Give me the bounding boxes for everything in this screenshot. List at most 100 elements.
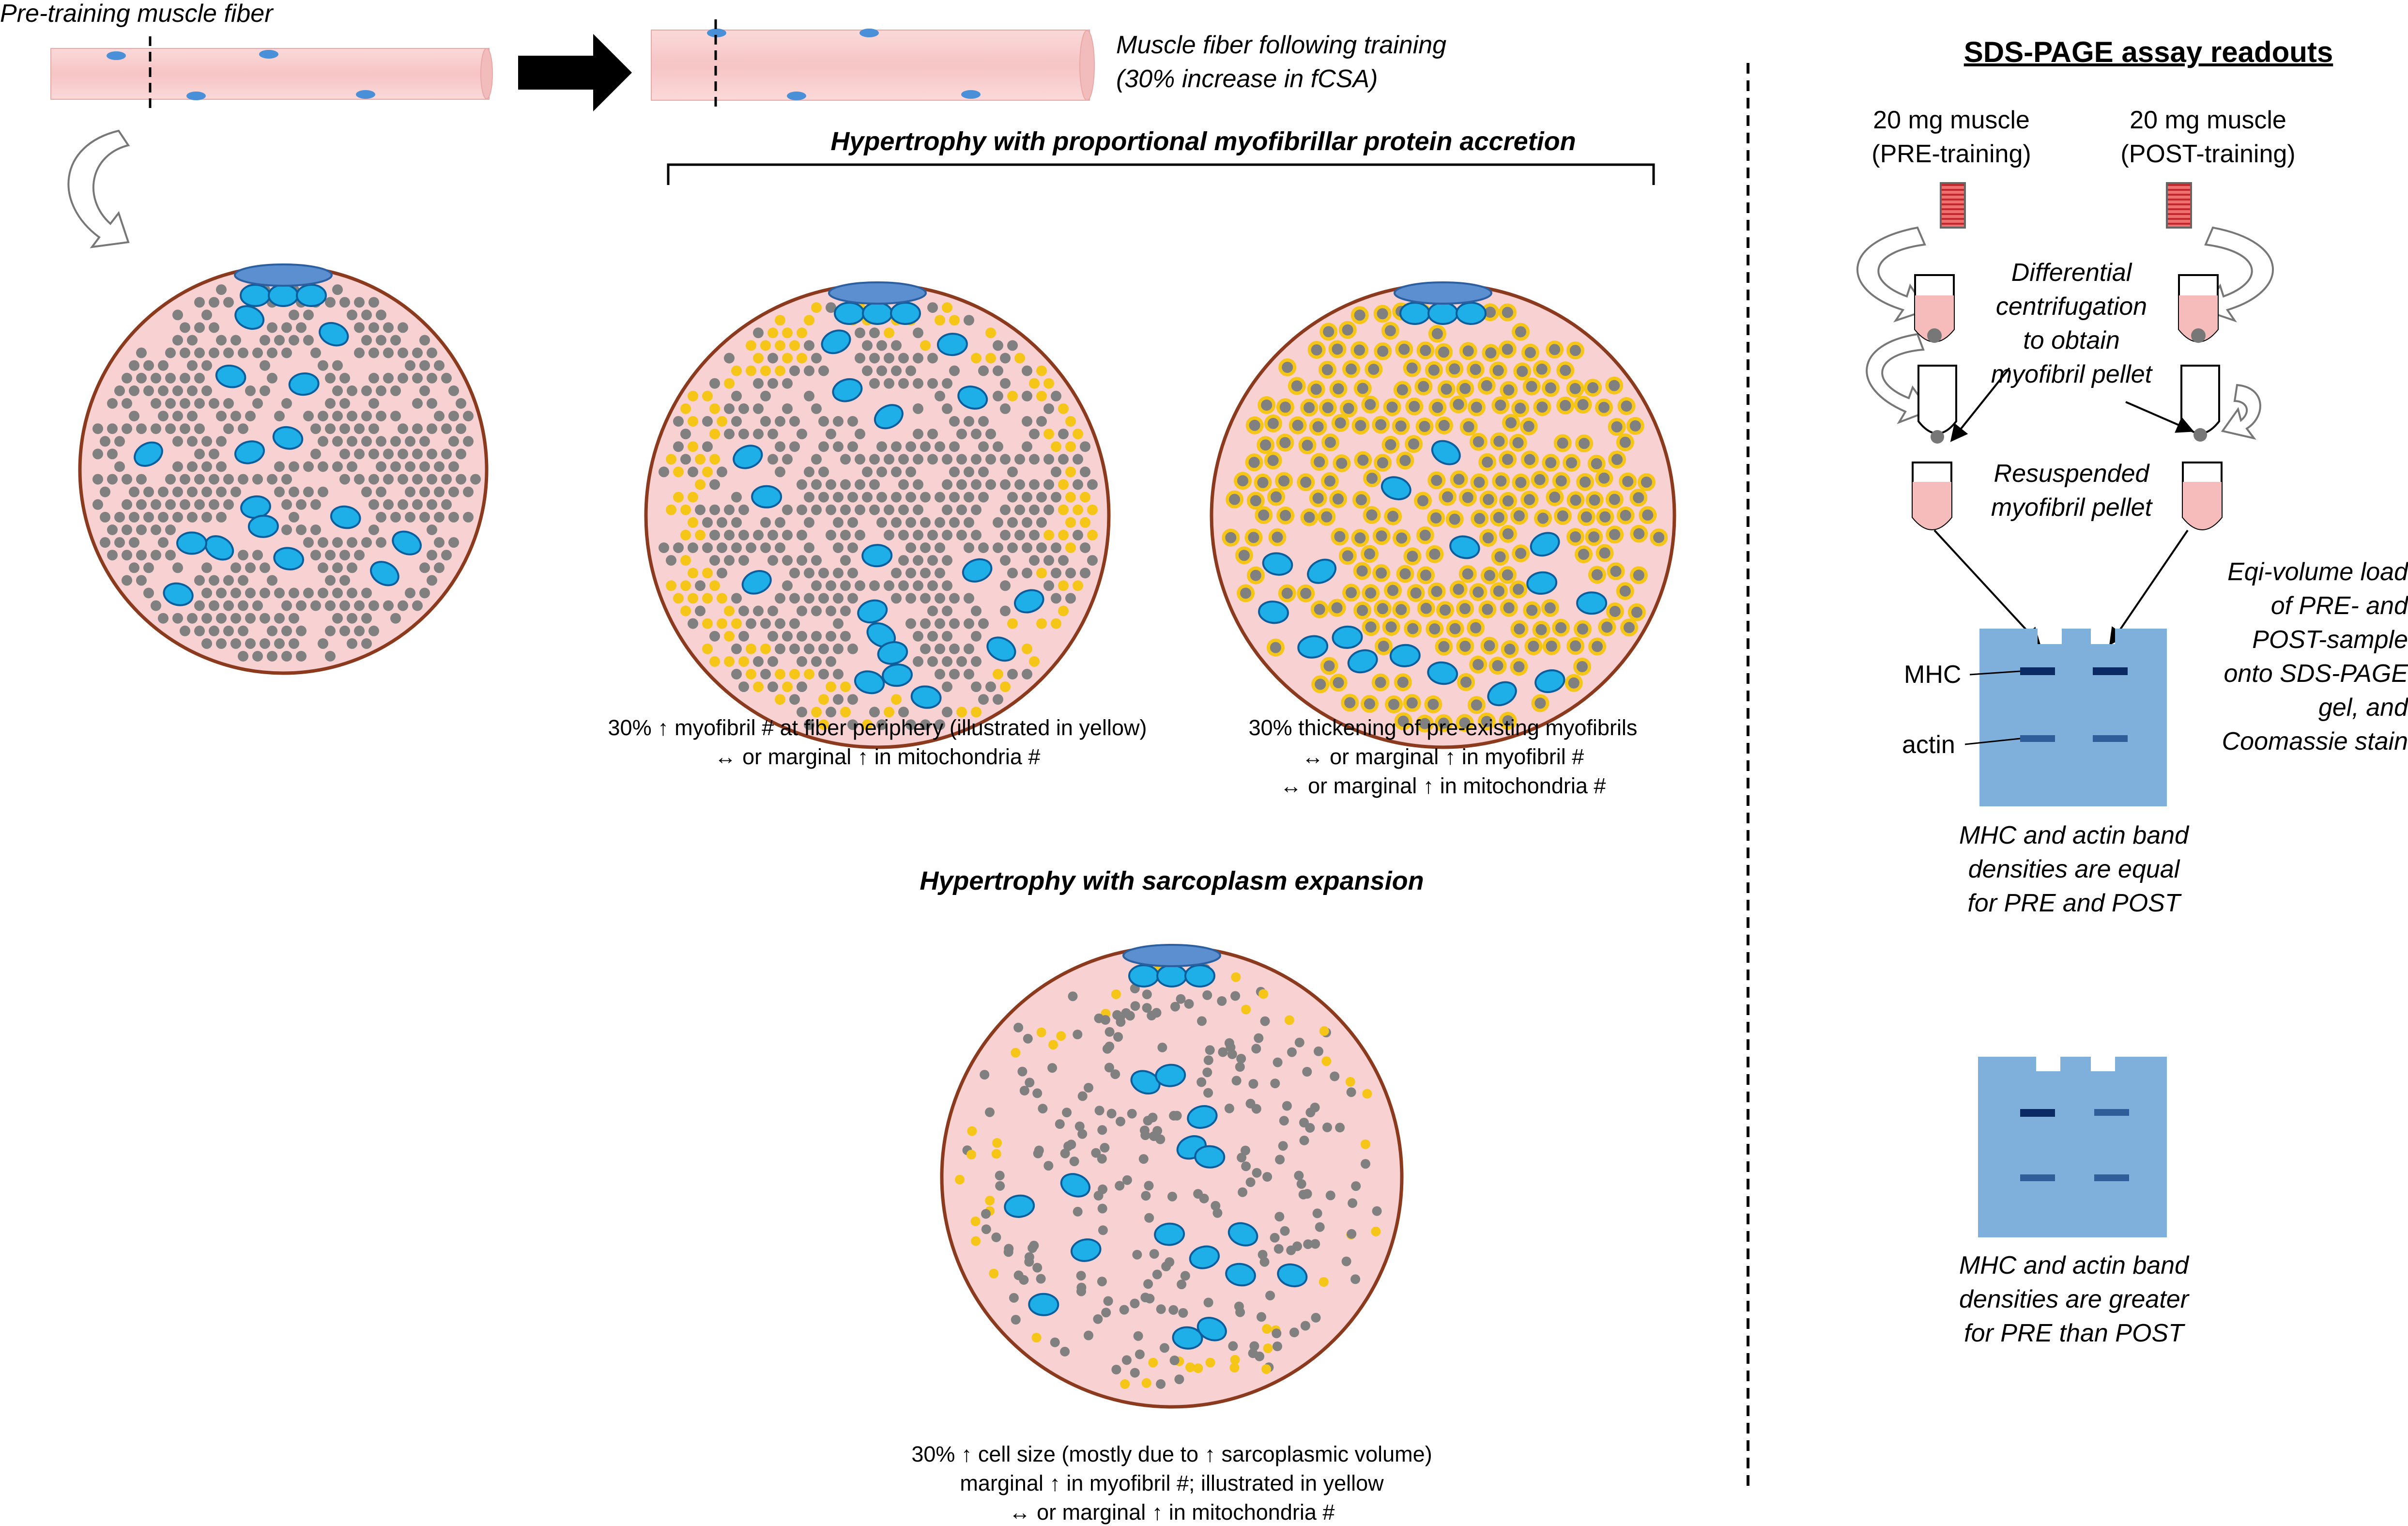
thickened-myofibril	[1626, 416, 1644, 435]
myofibril	[905, 593, 916, 604]
myofibril	[935, 517, 945, 528]
svg-text:20 mg muscle: 20 mg muscle	[2130, 106, 2286, 134]
thickened-myofibril	[1435, 714, 1453, 732]
myofibril	[1202, 990, 1212, 1000]
myofibril	[1141, 1191, 1151, 1201]
myofibril	[194, 322, 205, 333]
thickened-myofibril	[1499, 524, 1517, 543]
new-myofibril	[985, 327, 996, 339]
myofibril	[419, 511, 430, 523]
myofibril	[1029, 454, 1040, 465]
thickened-myofibril	[1478, 453, 1497, 471]
mhc-band-pre	[2020, 1109, 2055, 1117]
myofibril	[419, 335, 430, 346]
myofibril	[368, 297, 379, 308]
post-sample-label: 20 mg muscle (POST-training)	[2120, 106, 2295, 168]
myofibril	[1103, 1296, 1113, 1306]
myofibril	[267, 575, 277, 586]
myofibril	[731, 542, 742, 553]
myofibril	[971, 631, 982, 642]
myofibril	[1149, 1249, 1159, 1259]
myofibril	[281, 651, 292, 662]
myofibril	[927, 605, 938, 617]
myofibril	[143, 587, 154, 599]
thickened-myofibril	[1425, 361, 1443, 379]
myofibril	[223, 600, 234, 611]
new-myofibril	[1284, 1015, 1294, 1025]
new-myofibril	[804, 315, 814, 326]
thickened-myofibril	[1512, 473, 1530, 492]
myofibril	[680, 429, 691, 440]
myofibril	[303, 486, 314, 497]
mitochondrion	[176, 531, 207, 555]
myofibril	[347, 436, 357, 447]
svg-text:↔ or marginal ↑ in myofibril #: ↔ or marginal ↑ in myofibril #	[1302, 744, 1584, 769]
myofibril	[1043, 1161, 1054, 1171]
myofibril	[731, 390, 742, 401]
myofibril	[427, 398, 437, 409]
myofibril	[855, 327, 865, 339]
myofibril	[194, 474, 205, 485]
mitochondrion	[986, 636, 1016, 662]
myofibril	[143, 360, 154, 371]
myofibril	[964, 315, 974, 326]
myofibril	[325, 372, 336, 384]
myofibril	[913, 378, 923, 389]
mitochondrion	[1155, 1064, 1186, 1087]
myofibril	[194, 448, 205, 460]
myofibril	[1043, 555, 1054, 566]
myofibril	[114, 436, 125, 447]
myofibril	[122, 474, 132, 485]
thickened-myofibril	[1374, 342, 1392, 360]
myofibril	[376, 309, 386, 321]
myofibril	[942, 479, 952, 490]
myofibril	[767, 555, 778, 566]
thickened-myofibril	[1363, 506, 1381, 524]
myofibril	[1205, 1045, 1215, 1055]
thickened-myofibril	[1467, 398, 1486, 416]
myofibril	[869, 327, 880, 339]
thickened-myofibril	[1427, 582, 1446, 601]
thickened-myofibril	[1509, 580, 1528, 599]
myofibril	[448, 436, 459, 447]
mitochondrion	[741, 570, 772, 595]
thickened-myofibril	[1445, 510, 1464, 528]
myofibril	[775, 441, 785, 452]
thickened-myofibril	[1467, 618, 1485, 637]
myofibril	[767, 605, 778, 617]
myofibril	[1029, 429, 1040, 440]
thickened-myofibril	[1395, 340, 1413, 358]
myofibril	[833, 441, 844, 452]
myofibril	[818, 669, 829, 679]
myofibril	[1230, 991, 1241, 1001]
myofibril	[804, 365, 814, 376]
thickened-myofibril	[1307, 341, 1326, 359]
myofibril	[318, 461, 328, 472]
myofibril	[709, 529, 720, 540]
myofibril	[354, 550, 365, 561]
myofibril	[1104, 1027, 1115, 1037]
new-myofibril	[673, 492, 684, 503]
myofibril	[398, 423, 408, 434]
new-myofibril	[666, 580, 676, 591]
mitochondrion	[832, 378, 863, 402]
thickened-myofibril	[1509, 433, 1527, 452]
myofibril	[1151, 1008, 1162, 1018]
myofibril	[1228, 1341, 1238, 1351]
myofibril	[1278, 1141, 1288, 1151]
myofibril	[252, 398, 263, 409]
myofibril	[1058, 429, 1069, 440]
tube-icon	[1912, 462, 1952, 530]
myofibril	[920, 719, 931, 730]
thickened-myofibril	[1498, 340, 1517, 358]
new-myofibril	[782, 681, 793, 693]
myofibril	[898, 353, 909, 364]
myofibril	[985, 429, 996, 440]
myofibril	[1097, 1125, 1107, 1135]
myofibril	[840, 454, 851, 465]
myofibril	[1241, 1161, 1251, 1171]
myofibril	[151, 600, 161, 611]
myofibril	[724, 555, 735, 566]
myofibril	[1372, 1206, 1382, 1216]
myofibril	[840, 529, 851, 540]
